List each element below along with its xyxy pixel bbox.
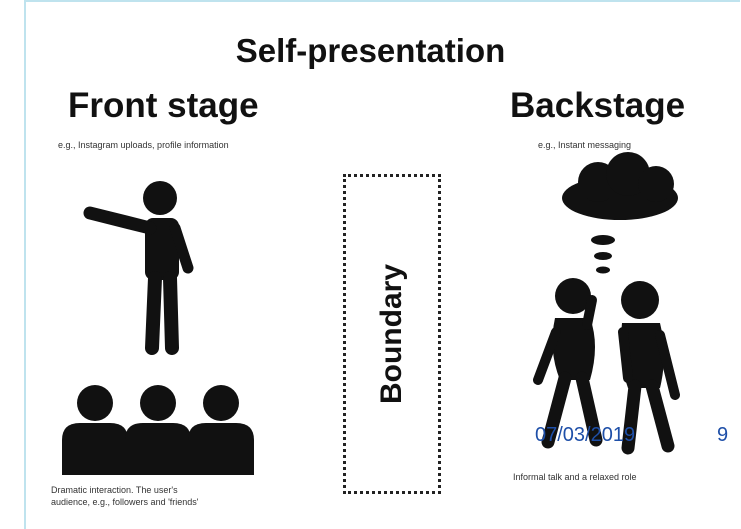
two-people-talking-icon [533, 278, 680, 455]
slide-date: 07/03/2019 [535, 424, 636, 446]
front-stage-example: e.g., Instagram uploads, profile informa… [58, 140, 229, 150]
thought-cloud-icon [562, 152, 678, 274]
audience-icon [62, 385, 254, 475]
slide-page-number: 9 [717, 424, 729, 446]
diagram-title: Self-presentation [235, 32, 506, 69]
backstage-heading: Backstage [510, 86, 686, 125]
front-stage-heading: Front stage [68, 86, 259, 125]
boundary-box [343, 174, 441, 494]
front-stage-caption-line1: Dramatic interaction. The user's [51, 485, 178, 495]
backstage-caption: Informal talk and a relaxed role [513, 472, 637, 482]
boundary-label: Boundary [375, 263, 408, 405]
slide-frame [24, 0, 740, 529]
backstage-example: e.g., Instant messaging [538, 140, 632, 150]
person-pointing-icon [83, 181, 194, 355]
front-stage-caption: Dramatic interaction. The user's audienc… [51, 484, 281, 508]
front-stage-caption-line2: audience, e.g., followers and 'friends' [51, 497, 199, 507]
